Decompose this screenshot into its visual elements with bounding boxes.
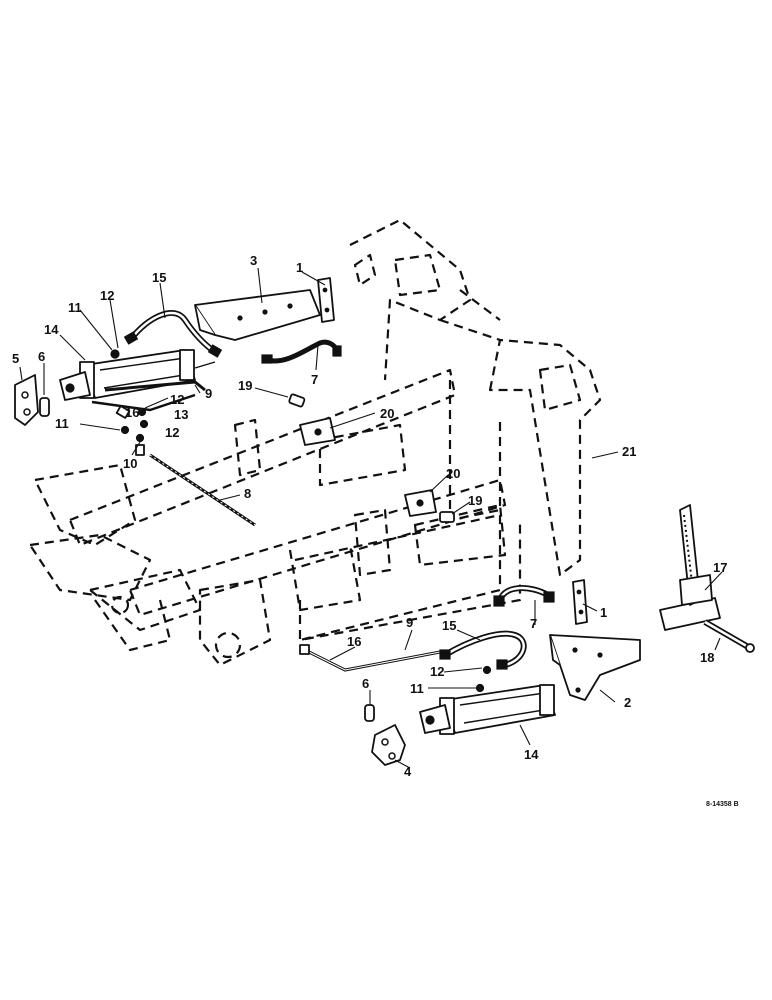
callout-8: 8 (244, 486, 251, 501)
callout-12: 12 (100, 288, 114, 303)
callout-1: 1 (296, 260, 303, 275)
callout-11: 11 (410, 681, 424, 696)
callout-14: 14 (44, 322, 59, 337)
leader-lines (19, 267, 723, 769)
callout-6: 6 (362, 676, 369, 691)
callout-21: 21 (622, 444, 636, 459)
callout-13: 13 (174, 407, 188, 422)
callout-labels: 1 3 15 11 12 14 5 6 7 19 9 12 16 13 11 1… (12, 253, 727, 779)
callout-18: 18 (700, 650, 714, 665)
callout-15: 15 (442, 618, 456, 633)
valve-20-upper (299, 417, 336, 446)
pin-6-lower (364, 704, 375, 722)
tube-9-lower (304, 648, 441, 672)
strap-1-upper (317, 277, 335, 323)
hose-15-lower (439, 630, 527, 670)
callout-15: 15 (152, 270, 166, 285)
callout-6: 6 (38, 349, 45, 364)
callout-5: 5 (12, 351, 19, 366)
callout-11: 11 (68, 300, 82, 315)
figure-reference: 8-14358 B (706, 801, 739, 808)
fittings-lower (299, 644, 492, 693)
clevis-plate-5 (14, 374, 39, 426)
callout-3: 3 (250, 253, 257, 268)
fittings-upper (110, 349, 149, 456)
pin-6-upper (39, 397, 50, 417)
callout-9: 9 (205, 386, 212, 401)
callout-16: 16 (347, 634, 361, 649)
callout-2: 2 (624, 695, 631, 710)
callout-20: 20 (446, 466, 460, 481)
callout-4: 4 (404, 764, 412, 779)
hose-7-lower (493, 585, 555, 607)
hose-7-upper (261, 339, 342, 364)
pin-18 (703, 619, 755, 653)
rod-8 (149, 453, 256, 527)
callout-7: 7 (311, 372, 318, 387)
callout-19: 19 (238, 378, 252, 393)
fitting-19-lower (439, 511, 455, 523)
callout-17: 17 (713, 560, 727, 575)
callout-14: 14 (524, 747, 539, 762)
callout-12: 12 (165, 425, 179, 440)
callout-9: 9 (406, 615, 413, 630)
callout-16: 16 (125, 405, 139, 420)
cylinder-14-upper (59, 349, 216, 401)
fitting-19-upper (288, 393, 306, 408)
callout-7: 7 (530, 616, 537, 631)
valve-20-lower (404, 489, 437, 517)
hose-15-upper (123, 309, 223, 358)
callout-10: 10 (123, 456, 137, 471)
callout-12: 12 (430, 664, 444, 679)
callout-19: 19 (468, 493, 482, 508)
callout-20: 20 (380, 406, 394, 421)
callout-1: 1 (600, 605, 607, 620)
main-frame (28, 218, 602, 667)
cylinder-14-lower (419, 684, 556, 735)
bracket-2 (549, 634, 641, 701)
clevis-plate-4 (371, 724, 406, 766)
bracket-3 (194, 289, 321, 341)
callout-12: 12 (170, 392, 184, 407)
jack-17 (659, 504, 721, 631)
tube-9-upper (91, 380, 206, 412)
strap-1-lower (572, 579, 588, 625)
callout-11: 11 (55, 416, 69, 431)
